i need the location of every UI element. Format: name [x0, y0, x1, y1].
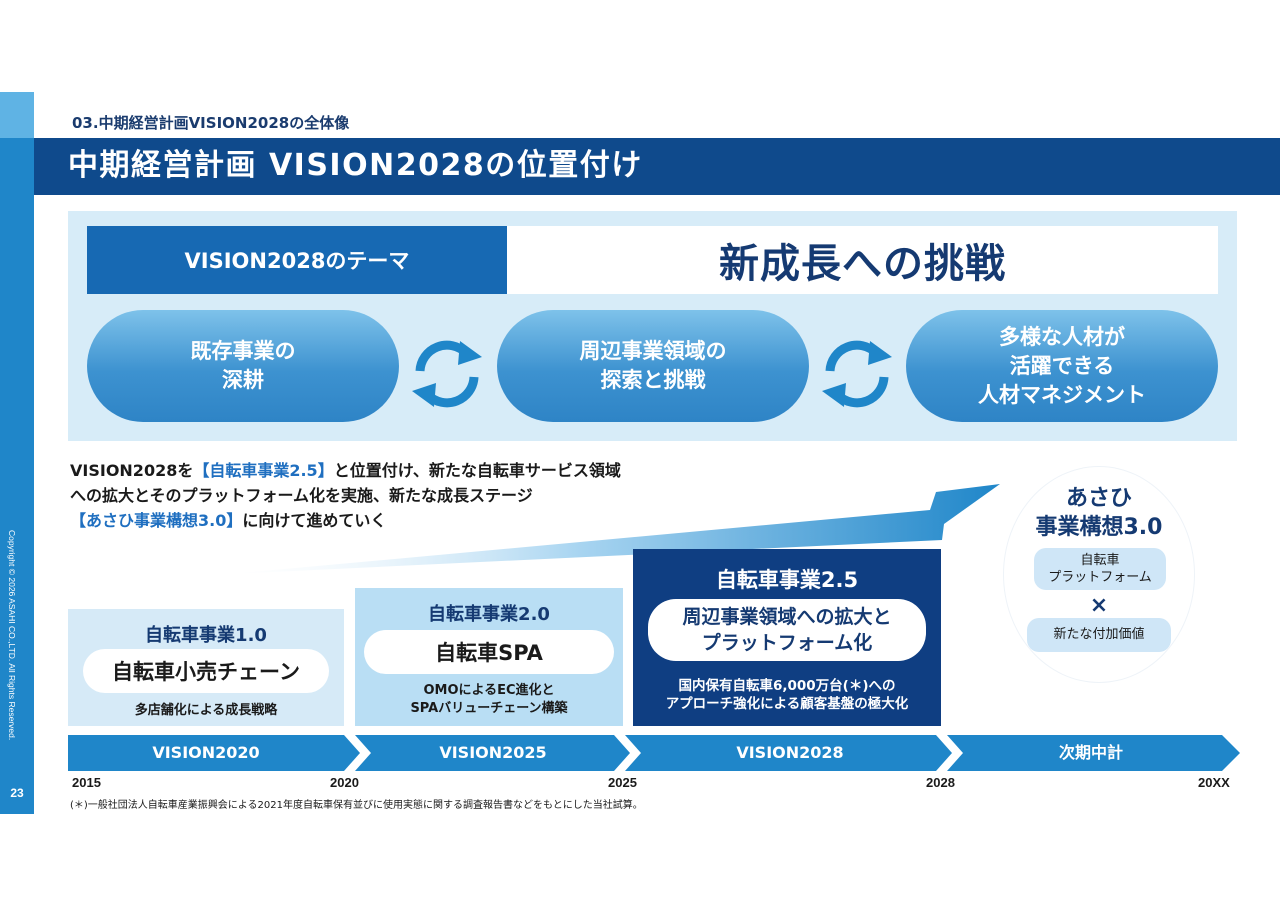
- stage-desc-line: 国内保有自転車6,000万台(＊)への: [678, 678, 896, 694]
- year-label: 20XX: [1198, 775, 1230, 790]
- copyright-text: Copyright © 2026 ASAHI CO.,LTD. All Righ…: [7, 530, 17, 741]
- desc-text: と位置付け、新たな自転車サービス領域: [333, 461, 621, 480]
- stage-bicycle-2-0: 自転車事業2.0 自転車SPA OMOによるEC進化と SPAバリューチェーン構…: [355, 588, 623, 726]
- cycle-arrows-icon: [412, 340, 482, 408]
- year-label: 2025: [608, 775, 637, 790]
- box-line: 自転車: [1080, 553, 1120, 568]
- stage-pill-line: 周辺事業領域への拡大と: [682, 606, 892, 628]
- desc-text: への拡大とそのプラットフォーム化を実施、新たな成長ステージ: [70, 486, 533, 505]
- timeline-segment: [625, 735, 952, 771]
- future-title-line: あさひ: [1065, 486, 1132, 511]
- cycle-arrows-icon: [822, 340, 892, 408]
- page-number: 23: [10, 786, 24, 800]
- stage-desc-line: SPAバリューチェーン構築: [410, 701, 568, 716]
- stage-title: 自転車事業2.0: [428, 604, 550, 625]
- stage-description: 多店舗化による成長戦略: [134, 703, 278, 718]
- growth-arrow-icon: [230, 484, 1000, 574]
- times-symbol: ×: [1089, 593, 1109, 618]
- stage-description: 国内保有自転車6,000万台(＊)への アプローチ強化による顧客基盤の極大化: [633, 677, 941, 713]
- stage-title: 自転車事業1.0: [145, 625, 267, 646]
- stage-desc-line: OMOによるEC進化と: [423, 683, 555, 698]
- timeline-segment: [355, 735, 630, 771]
- timeline-vision2020: VISION2020: [152, 743, 260, 762]
- title-bar: [34, 138, 1280, 195]
- timeline-segment: [947, 735, 1240, 771]
- pillar-talent-management: 多様な人材が 活躍できる 人材マネジメント: [906, 310, 1218, 422]
- future-title-line: 事業構想3.0: [1035, 515, 1163, 540]
- stage-pill: 周辺事業領域への拡大と プラットフォーム化: [648, 599, 926, 661]
- stage-bicycle-1-0: 自転車事業1.0 自転車小売チェーン 多店舗化による成長戦略: [68, 609, 344, 726]
- future-vision-title: あさひ 事業構想3.0: [1004, 484, 1194, 542]
- year-label: 2028: [926, 775, 955, 790]
- year-label: 2020: [330, 775, 359, 790]
- theme-value: 新成長への挑戦: [507, 226, 1218, 294]
- stage-description: OMOによるEC進化と SPAバリューチェーン構築: [355, 682, 623, 718]
- new-value-box: 新たな付加価値: [1027, 618, 1171, 652]
- timeline-segment: [68, 735, 360, 771]
- stage-pill-line: プラットフォーム化: [701, 632, 873, 654]
- sidebar: [0, 138, 34, 814]
- stage-pill: 自転車小売チェーン: [83, 649, 329, 693]
- desc-text: に向けて進めていく: [242, 511, 387, 530]
- pillar-line: 既存事業の: [190, 339, 296, 363]
- footnote: (＊)一般社団法人自転車産業振興会による2021年度自転車保有並びに使用実態に関…: [70, 800, 643, 811]
- pillar-line: 活躍できる: [1009, 353, 1115, 378]
- timeline-bar: [68, 735, 1240, 771]
- desc-highlight: 【自転車事業2.5】: [193, 461, 334, 480]
- vision-description: VISION2028を【自転車事業2.5】と位置付け、新たな自転車サービス領域 …: [70, 458, 621, 533]
- pillar-line: 深耕: [222, 368, 264, 392]
- year-label: 2015: [72, 775, 101, 790]
- pillar-line: 探索と挑戦: [600, 368, 706, 392]
- desc-text: VISION2028を: [70, 461, 194, 480]
- page-title: 中期経営計画 VISION2028の位置付け: [68, 148, 643, 183]
- pillar-line: 周辺事業領域の: [579, 339, 727, 363]
- pillar-line: 人材マネジメント: [978, 382, 1146, 407]
- stage-pill: 自転車SPA: [364, 630, 614, 674]
- sidebar-accent: [0, 92, 34, 138]
- stage-title: 自転車事業2.5: [715, 568, 859, 592]
- desc-highlight: 【あさひ事業構想3.0】: [70, 511, 243, 530]
- breadcrumb: 03.中期経営計画VISION2028の全体像: [72, 114, 350, 132]
- bicycle-platform-box: 自転車 プラットフォーム: [1034, 548, 1166, 590]
- pillar-adjacent-business: 周辺事業領域の 探索と挑戦: [497, 310, 809, 422]
- timeline-vision2025: VISION2025: [439, 743, 547, 762]
- theme-label: VISION2028のテーマ: [87, 226, 507, 294]
- stage-desc-line: アプローチ強化による顧客基盤の極大化: [665, 696, 909, 712]
- box-line: プラットフォーム: [1048, 570, 1152, 585]
- timeline-vision2028: VISION2028: [736, 743, 844, 762]
- timeline-next-plan: 次期中計: [1058, 743, 1123, 762]
- pillar-existing-business: 既存事業の 深耕: [87, 310, 399, 422]
- stage-bicycle-2-5: 自転車事業2.5 周辺事業領域への拡大と プラットフォーム化 国内保有自転車6,…: [633, 549, 941, 726]
- pillar-line: 多様な人材が: [999, 324, 1125, 349]
